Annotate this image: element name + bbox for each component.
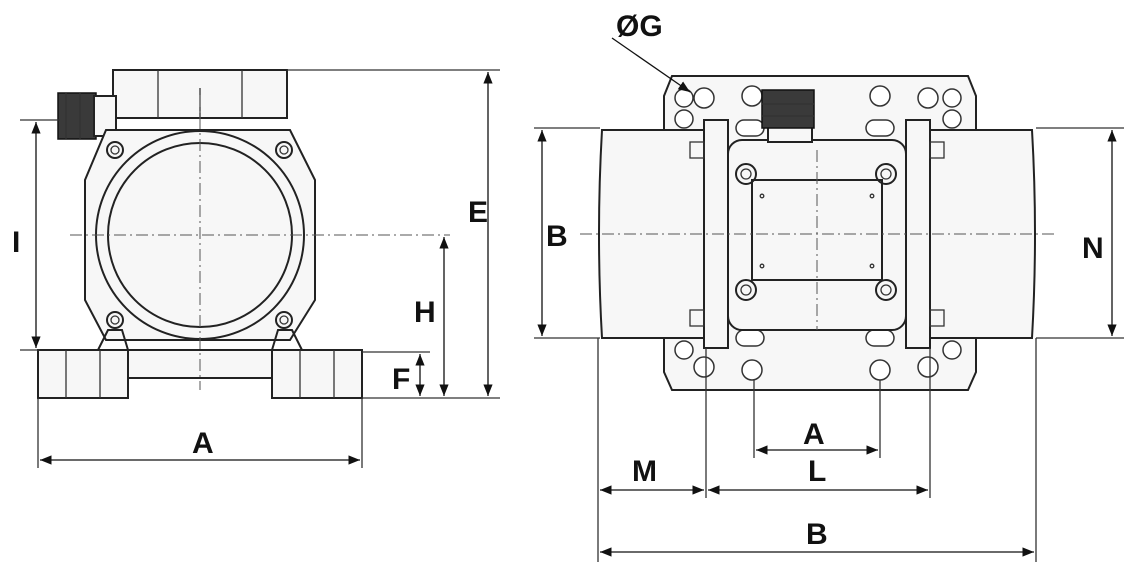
foot-left xyxy=(37,349,129,399)
bolt-icon xyxy=(106,311,124,329)
top-view: ØG B N A M L B xyxy=(534,10,1124,562)
bolt-icon xyxy=(735,279,757,301)
mounting-holes xyxy=(674,85,962,381)
label-A-top: A xyxy=(803,418,825,451)
label-B-left: B xyxy=(546,220,568,253)
leader-G xyxy=(611,37,691,93)
bolt-icon xyxy=(875,279,897,301)
label-E: E xyxy=(468,196,488,229)
label-I: I xyxy=(12,226,20,259)
foot-right xyxy=(271,349,363,399)
bolt-icon xyxy=(275,141,293,159)
label-N: N xyxy=(1082,232,1104,265)
label-F: F xyxy=(392,363,410,396)
label-M: M xyxy=(632,455,657,488)
cable-gland-icon xyxy=(57,92,117,140)
bolt-icon xyxy=(106,141,124,159)
cable-gland-icon xyxy=(761,89,815,143)
label-A: A xyxy=(192,427,214,460)
label-G: ØG xyxy=(616,10,663,43)
front-view: I E H F A xyxy=(12,69,500,468)
label-H: H xyxy=(414,296,436,329)
label-B-bottom: B xyxy=(806,518,828,551)
bolt-icon xyxy=(735,163,757,185)
label-L: L xyxy=(808,455,826,488)
bolt-icon xyxy=(275,311,293,329)
bolt-icon xyxy=(875,163,897,185)
